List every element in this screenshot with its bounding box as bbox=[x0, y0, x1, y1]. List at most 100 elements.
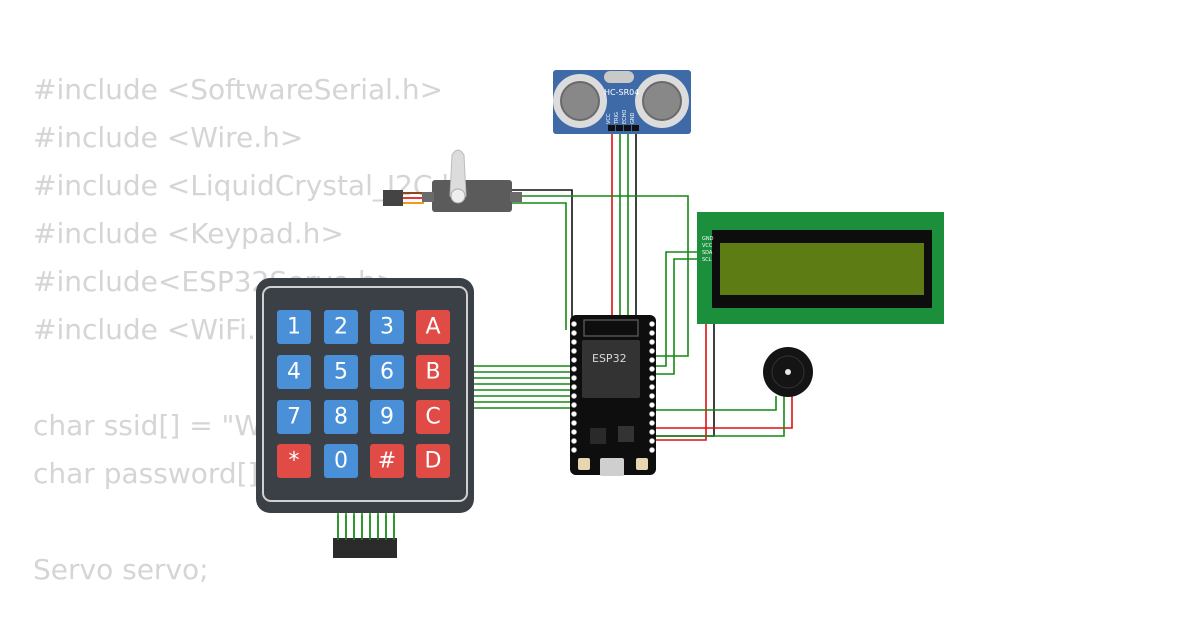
esp32-pin[interactable] bbox=[649, 384, 655, 390]
keypad-key[interactable]: 8 bbox=[324, 400, 358, 434]
keypad-key[interactable]: # bbox=[370, 444, 404, 478]
buzzer[interactable] bbox=[763, 347, 813, 397]
ultrasonic-pin-headers bbox=[608, 125, 639, 131]
wire-servo-power[interactable] bbox=[512, 202, 567, 330]
esp32-pin[interactable] bbox=[571, 402, 577, 408]
wire-buzzer-gnd[interactable] bbox=[652, 396, 777, 411]
esp32-usb-port bbox=[600, 458, 624, 476]
esp32-pin[interactable] bbox=[571, 366, 577, 372]
key-cap bbox=[324, 444, 358, 478]
keypad-key[interactable]: A bbox=[416, 310, 450, 344]
buzzer-ring bbox=[771, 355, 805, 389]
esp32-pin[interactable] bbox=[649, 330, 655, 336]
esp32-boot-button[interactable] bbox=[578, 458, 590, 470]
esp32-en-button[interactable] bbox=[636, 458, 648, 470]
esp32-pin[interactable] bbox=[649, 438, 655, 444]
ultrasonic-transducer-right-mesh bbox=[642, 81, 682, 121]
esp32-pin[interactable] bbox=[649, 411, 655, 417]
code-line: #include <Wire.h> bbox=[33, 121, 304, 154]
esp32-pin[interactable] bbox=[649, 339, 655, 345]
key-label: A bbox=[425, 315, 440, 340]
key-cap bbox=[277, 444, 311, 478]
esp32-regulator bbox=[590, 428, 606, 444]
wire-us-gnd[interactable] bbox=[635, 128, 652, 341]
wire-buzzer-pos[interactable] bbox=[652, 396, 793, 429]
servo-flange-right bbox=[510, 192, 522, 202]
key-cap bbox=[416, 444, 450, 478]
esp32-pin[interactable] bbox=[649, 402, 655, 408]
key-label: 4 bbox=[287, 360, 301, 385]
keypad-key[interactable]: B bbox=[416, 355, 450, 389]
keypad-key[interactable]: 0 bbox=[324, 444, 358, 478]
servo-shaft bbox=[450, 188, 466, 204]
keypad-ribbon-connector bbox=[333, 538, 397, 558]
lcd-pin-vcc: VCC bbox=[702, 243, 713, 249]
esp32-pin[interactable] bbox=[571, 393, 577, 399]
key-label: 5 bbox=[334, 360, 348, 385]
keypad-key[interactable]: 4 bbox=[277, 355, 311, 389]
keypad-key[interactable]: 2 bbox=[324, 310, 358, 344]
esp32-pin[interactable] bbox=[571, 330, 577, 336]
key-label: 0 bbox=[334, 449, 348, 474]
esp32-pin[interactable] bbox=[649, 348, 655, 354]
keypad-key[interactable]: 7 bbox=[277, 400, 311, 434]
esp32-pin[interactable] bbox=[649, 420, 655, 426]
esp32-pin[interactable] bbox=[649, 357, 655, 363]
keypad-key[interactable]: 6 bbox=[370, 355, 404, 389]
key-cap bbox=[416, 400, 450, 434]
esp32-pin[interactable] bbox=[649, 375, 655, 381]
key-cap bbox=[277, 355, 311, 389]
lcd-pin-gnd: GND bbox=[702, 236, 714, 242]
wire-lcd-sda[interactable] bbox=[652, 251, 700, 367]
esp32-pin[interactable] bbox=[571, 348, 577, 354]
esp32-pin[interactable] bbox=[649, 429, 655, 435]
keypad-key[interactable]: D bbox=[416, 444, 450, 478]
esp32-pin[interactable] bbox=[571, 321, 577, 327]
key-cap bbox=[416, 355, 450, 389]
servo-flange-left bbox=[422, 192, 434, 202]
wire-lcd-scl[interactable] bbox=[652, 258, 700, 375]
keypad-key[interactable]: 3 bbox=[370, 310, 404, 344]
ultrasonic-transducer-left-mesh bbox=[560, 81, 600, 121]
wire-us-echo[interactable] bbox=[627, 128, 652, 331]
servo-motor[interactable] bbox=[383, 149, 522, 212]
keypad-key[interactable]: 9 bbox=[370, 400, 404, 434]
ultrasonic-sensor[interactable]: HC-SR04 VCC TRIG ECHO GND bbox=[553, 70, 691, 134]
lcd-pin-sda: SDA bbox=[702, 250, 713, 256]
key-label: D bbox=[425, 449, 442, 474]
esp32-pin[interactable] bbox=[571, 339, 577, 345]
esp32-pin[interactable] bbox=[571, 420, 577, 426]
wire-buzzer-neg[interactable] bbox=[652, 396, 785, 437]
key-cap bbox=[370, 444, 404, 478]
esp32-pin[interactable] bbox=[649, 393, 655, 399]
ultrasonic-pin-gnd: GND bbox=[630, 112, 636, 124]
esp32-pin[interactable] bbox=[571, 375, 577, 381]
esp32-pin[interactable] bbox=[571, 357, 577, 363]
esp32-pin[interactable] bbox=[649, 321, 655, 327]
esp32-module bbox=[582, 340, 640, 398]
key-cap bbox=[370, 310, 404, 344]
esp32-pin[interactable] bbox=[571, 438, 577, 444]
keypad-key[interactable]: * bbox=[277, 444, 311, 478]
keypad-key[interactable]: 1 bbox=[277, 310, 311, 344]
wire-servo-signal[interactable] bbox=[512, 195, 689, 357]
key-label: 9 bbox=[380, 405, 394, 430]
wire-servo-gnd[interactable] bbox=[512, 189, 573, 322]
esp32-pin[interactable] bbox=[571, 447, 577, 453]
keypad-key[interactable]: C bbox=[416, 400, 450, 434]
code-line: #include <Keypad.h> bbox=[33, 217, 344, 250]
lcd-pin-scl: SCL bbox=[702, 257, 712, 263]
key-label: 1 bbox=[287, 315, 301, 340]
esp32-pin[interactable] bbox=[571, 429, 577, 435]
esp32-pin[interactable] bbox=[571, 411, 577, 417]
esp32-pin[interactable] bbox=[649, 366, 655, 372]
esp32-pin[interactable] bbox=[571, 384, 577, 390]
key-cap bbox=[370, 400, 404, 434]
esp32-pin[interactable] bbox=[649, 447, 655, 453]
ultrasonic-pin-echo: ECHO bbox=[622, 110, 628, 124]
code-line: #include <SoftwareSerial.h> bbox=[33, 73, 444, 106]
keypad-key[interactable]: 5 bbox=[324, 355, 358, 389]
esp32-board[interactable]: ESP32 bbox=[570, 315, 656, 476]
lcd-display[interactable]: GND VCC SDA SCL bbox=[697, 212, 944, 324]
